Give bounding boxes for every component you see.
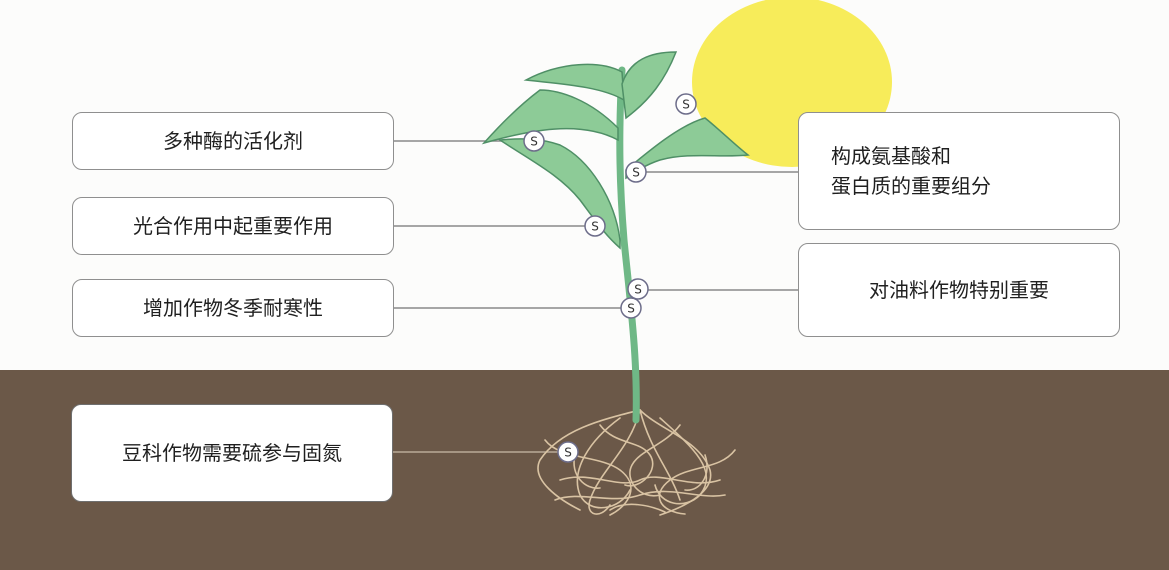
plant-leaves bbox=[481, 51, 750, 250]
sulfur-marker: S bbox=[523, 130, 545, 152]
sulfur-marker: S bbox=[584, 215, 606, 237]
label-photosynthesis: 光合作用中起重要作用 bbox=[72, 197, 394, 255]
leaf-top-right bbox=[621, 51, 678, 120]
sulfur-marker: S bbox=[620, 297, 642, 319]
label-text: 增加作物冬季耐寒性 bbox=[143, 296, 323, 320]
sulfur-marker: S bbox=[625, 161, 647, 183]
label-text: 多种酶的活化剂 bbox=[163, 129, 303, 153]
label-cold-resistance: 增加作物冬季耐寒性 bbox=[72, 279, 394, 337]
leaf-right bbox=[625, 117, 750, 180]
svg-text:S: S bbox=[682, 98, 690, 112]
label-text: 对油料作物特别重要 bbox=[869, 278, 1049, 302]
svg-text:S: S bbox=[591, 220, 599, 234]
label-nitrogen-fixation: 豆科作物需要硫参与固氮 bbox=[71, 404, 393, 502]
plant-stem bbox=[616, 66, 640, 424]
svg-text:S: S bbox=[564, 446, 572, 460]
leaf-middle-left bbox=[497, 138, 621, 250]
sulfur-marker: S bbox=[675, 93, 697, 115]
label-oil-crops: 对油料作物特别重要 bbox=[798, 243, 1120, 337]
svg-text:S: S bbox=[632, 166, 640, 180]
label-text: 豆科作物需要硫参与固氮 bbox=[122, 441, 342, 465]
label-text-line-2: 蛋白质的重要组分 bbox=[831, 174, 991, 198]
leaf-upper-left bbox=[481, 89, 619, 145]
sulfur-marker: S bbox=[557, 441, 579, 463]
label-text-line-1: 构成氨基酸和 bbox=[831, 144, 951, 168]
sulfur-markers: S S S S S S S bbox=[523, 93, 697, 463]
svg-text:S: S bbox=[627, 302, 635, 316]
leaf-top bbox=[523, 63, 625, 102]
label-text: 光合作用中起重要作用 bbox=[133, 214, 333, 238]
svg-text:S: S bbox=[530, 135, 538, 149]
sulfur-marker: S bbox=[627, 278, 649, 300]
label-amino-acid-protein: 构成氨基酸和 蛋白质的重要组分 bbox=[798, 112, 1120, 230]
svg-text:S: S bbox=[634, 283, 642, 297]
label-enzyme-activator: 多种酶的活化剂 bbox=[72, 112, 394, 170]
